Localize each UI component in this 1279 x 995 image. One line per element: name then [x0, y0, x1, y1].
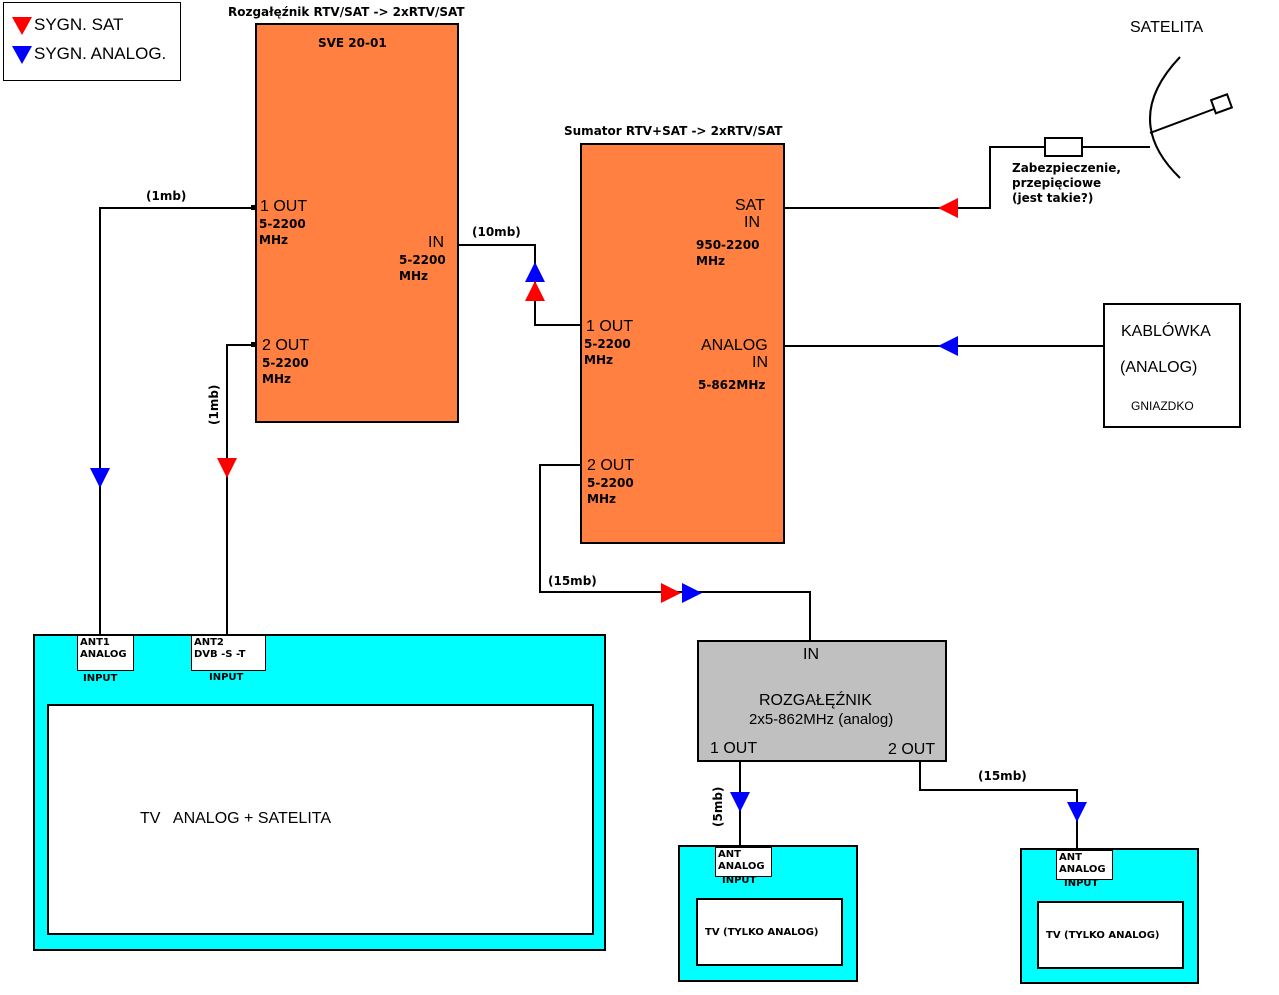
- splitter1-title: Rozgałęźnik RTV/SAT -> 2xRTV/SAT: [228, 5, 465, 19]
- splitter1-box: SVE 20-01 1 OUT 5-2200 MHz IN 5-2200 MHz…: [255, 23, 459, 423]
- splitter1-out2-label: 2 OUT: [262, 337, 310, 354]
- cable-splitter-combiner: [458, 244, 582, 326]
- arrow-sat-right-icon: [661, 583, 681, 603]
- splitter1-in-label: IN: [428, 234, 444, 251]
- combiner-analog-freq: 5-862MHz: [698, 378, 766, 392]
- tv-2: ANT ANALOG INPUT TV (TYLKO ANALOG): [678, 845, 858, 982]
- tv-main-ant2-name: ANT2: [194, 637, 224, 648]
- cable-length-4: (15mb): [548, 574, 597, 588]
- tv-2-input: INPUT: [722, 875, 757, 886]
- legend: SYGN. SAT SYGN. ANALOG.: [3, 2, 181, 81]
- arrow-sat-up-icon: [525, 281, 545, 301]
- tv-main-ant1-type: ANALOG: [80, 648, 127, 660]
- tv-2-screen: TV (TYLKO ANALOG): [696, 898, 843, 966]
- arrow-analog-right-icon: [682, 583, 702, 603]
- arrow-analog-in-icon: [938, 336, 958, 356]
- cable-length-6: (15mb): [978, 769, 1027, 783]
- splitter2-title: ROZGAŁĘŹNIK: [759, 692, 872, 709]
- tv-main-ant1-input: INPUT: [83, 673, 118, 684]
- splitter1-out2-unit: MHz: [262, 372, 291, 386]
- tv-3-screen: TV (TYLKO ANALOG): [1037, 901, 1184, 969]
- tv-3-input: INPUT: [1064, 878, 1099, 889]
- satellite-label: SATELITA: [1130, 19, 1204, 36]
- cable-length-1: (1mb): [146, 189, 187, 203]
- combiner-out1-label: 1 OUT: [586, 318, 634, 335]
- splitter2-spec: 2x5-862MHz (analog): [749, 711, 894, 728]
- cable-length-2: (1mb): [207, 384, 221, 425]
- combiner-out2-label: 2 OUT: [587, 457, 635, 474]
- tv-main-screen: TV ANALOG + SATELITA: [47, 704, 594, 935]
- cable-ant1: [99, 207, 255, 634]
- splitter2-in: IN: [803, 646, 819, 663]
- arrow-analog-tv2-icon: [730, 792, 750, 812]
- cable-line3: GNIAZDKO: [1131, 399, 1194, 413]
- splitter1-in-freq: 5-2200: [399, 253, 446, 267]
- arrow-analog-ant1-icon: [90, 468, 110, 488]
- arrow-analog-up-icon: [525, 262, 545, 282]
- splitter1-out1-freq: 5-2200: [259, 217, 306, 231]
- tv-3-ant-type: ANALOG: [1059, 863, 1106, 875]
- combiner-out1-unit: MHz: [584, 353, 613, 367]
- tv-2-ant-port[interactable]: ANT ANALOG: [715, 847, 772, 877]
- protection-line1: Zabezpieczenie,: [1012, 161, 1121, 175]
- tv-3: ANT ANALOG INPUT TV (TYLKO ANALOG): [1020, 848, 1199, 984]
- arrow-sat-ant2-icon: [217, 458, 237, 478]
- splitter2-out2: 2 OUT: [888, 741, 936, 758]
- tv-2-ant-type: ANALOG: [718, 860, 765, 872]
- arrow-analog-tv3-icon: [1067, 802, 1087, 822]
- tv-main-ant2-type: DVB -S -T: [194, 648, 246, 660]
- combiner-sat-unit: MHz: [696, 254, 725, 268]
- combiner-out2-unit: MHz: [587, 492, 616, 506]
- tv-3-ant-port[interactable]: ANT ANALOG: [1056, 850, 1113, 880]
- combiner-out2-freq: 5-2200: [587, 476, 634, 490]
- combiner-out1-freq: 5-2200: [584, 337, 631, 351]
- tv-3-screen-label: TV (TYLKO ANALOG): [1046, 930, 1160, 941]
- cable-length-5: (5mb): [711, 786, 725, 827]
- tv-main-ant1-name: ANT1: [80, 637, 110, 648]
- protection-line2: przepięciowe: [1012, 176, 1102, 190]
- splitter1-out1-unit: MHz: [259, 233, 288, 247]
- splitter1-model: SVE 20-01: [318, 36, 387, 50]
- combiner-analog-in-2: IN: [752, 354, 768, 371]
- cable-socket-box: KABLÓWKA (ANALOG) GNIAZDKO: [1103, 303, 1241, 428]
- tv-main-ant1-port[interactable]: ANT1 ANALOG: [77, 635, 134, 671]
- red-triangle-icon: [12, 16, 32, 35]
- combiner-analog-in-1: ANALOG: [701, 337, 768, 354]
- tv-2-ant-name: ANT: [718, 849, 741, 860]
- blue-triangle-icon: [12, 45, 32, 64]
- cable-line1: KABLÓWKA: [1121, 323, 1211, 340]
- splitter1-in-unit: MHz: [399, 269, 428, 283]
- protection-line3: (jest takie?): [1012, 191, 1094, 205]
- arrow-sat-in-icon: [938, 198, 958, 218]
- legend-analog: SYGN. ANALOG.: [12, 44, 166, 64]
- tv-main: ANT1 ANALOG INPUT ANT2 DVB -S -T INPUT T…: [33, 634, 606, 951]
- combiner-title: Sumator RTV+SAT -> 2xRTV/SAT: [564, 124, 783, 138]
- cable-combiner-splitter2: [539, 464, 811, 640]
- combiner-sat-in-2: IN: [744, 214, 760, 231]
- splitter1-out1-label: 1 OUT: [260, 198, 308, 215]
- splitter2-out1: 1 OUT: [710, 740, 758, 757]
- surge-protector: [1044, 137, 1083, 157]
- legend-sat: SYGN. SAT: [12, 15, 123, 35]
- tv-main-screen-label: TV ANALOG + SATELITA: [140, 810, 332, 827]
- splitter2-box: IN ROZGAŁĘŹNIK 2x5-862MHz (analog) 1 OUT…: [697, 640, 947, 762]
- cable-length-3: (10mb): [472, 225, 521, 239]
- splitter1-out2-freq: 5-2200: [262, 356, 309, 370]
- satellite-dish-icon: [1149, 56, 1234, 179]
- tv-main-ant2-port[interactable]: ANT2 DVB -S -T: [191, 635, 266, 671]
- cable-sat: [784, 146, 1045, 209]
- tv-main-ant2-input: INPUT: [209, 672, 244, 683]
- combiner-sat-freq: 950-2200: [696, 238, 760, 252]
- cable-line2: (ANALOG): [1120, 359, 1198, 376]
- combiner-sat-in-1: SAT: [735, 197, 765, 214]
- cable-ant2: [226, 344, 255, 634]
- combiner-box: SAT IN 950-2200 MHz 1 OUT 5-2200 MHz ANA…: [580, 143, 785, 544]
- tv-3-ant-name: ANT: [1059, 852, 1082, 863]
- tv-2-screen-label: TV (TYLKO ANALOG): [705, 927, 819, 938]
